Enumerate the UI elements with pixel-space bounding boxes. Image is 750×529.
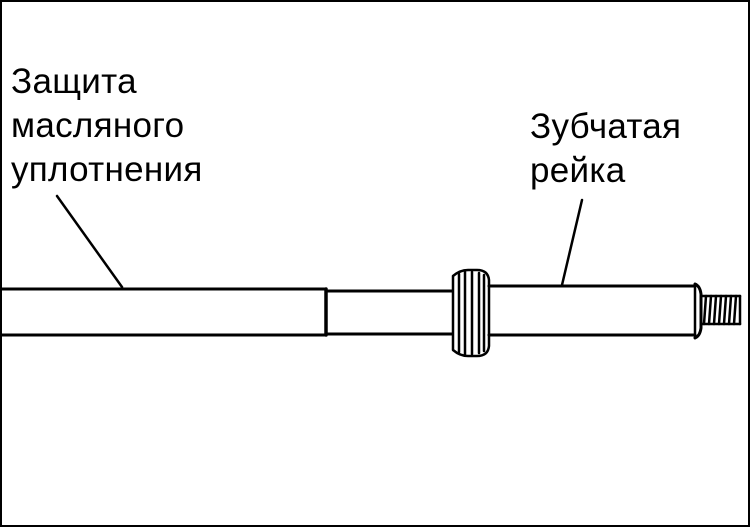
rack-shaft-middle — [324, 289, 455, 336]
label-rack: Зубчатая рейка — [530, 105, 681, 193]
rack-collar-ring — [451, 268, 491, 358]
label-rack-line-1: Зубчатая — [530, 107, 682, 146]
label-oil-seal-guard: Защита масляного уплотнения — [11, 60, 203, 192]
label-oil-seal-guard-line-3: уплотнения — [11, 150, 203, 189]
leader-line-oil-seal-guard — [55, 194, 124, 289]
label-oil-seal-guard-line-1: Защита — [11, 62, 137, 101]
leader-line-rack — [560, 198, 584, 287]
rack-shaft-right — [487, 282, 703, 340]
label-rack-line-2: рейка — [530, 151, 626, 190]
threaded-end — [699, 294, 742, 326]
label-oil-seal-guard-line-2: масляного — [11, 106, 185, 145]
oil-seal-guard-section — [2, 287, 328, 337]
